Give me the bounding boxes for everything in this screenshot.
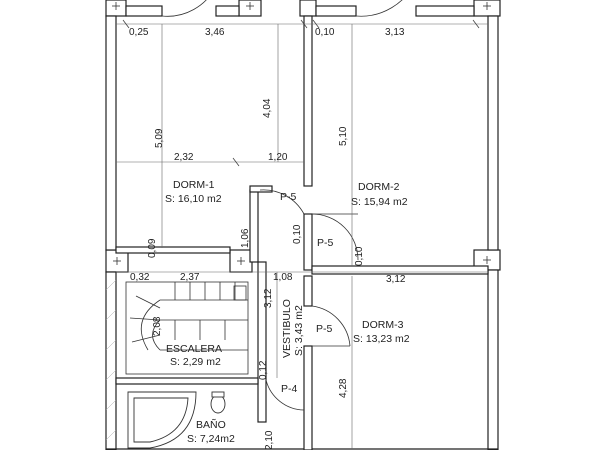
dim-0-32: 0,32	[130, 272, 150, 283]
column-top-mid	[299, 0, 317, 17]
room-dorm1-area: S: 16,10 m2	[165, 193, 222, 205]
stairs	[125, 281, 249, 375]
dim-0-12: 0,12	[258, 360, 269, 380]
door-label-p4: P-4	[281, 383, 298, 395]
room-escalera-name: ESCALERA	[166, 343, 222, 355]
wall-escalera-bottom	[115, 377, 259, 385]
dim-0-10-mid: 0,10	[292, 224, 303, 244]
wall-right-upper	[487, 15, 499, 251]
wall-hatch	[105, 279, 117, 441]
dim-0-10-top: 0,10	[315, 27, 335, 38]
door-swing-top-left	[161, 0, 207, 17]
room-escalera-area: S: 2,29 m2	[170, 356, 221, 368]
dimension-labels: 0,25 3,46 0,10 3,13 5,09 4,04 5,10 2,32 …	[129, 27, 406, 450]
door-p5-mid	[311, 213, 359, 261]
wall-dorm1-closet	[249, 189, 259, 263]
wall-top-2	[215, 5, 240, 17]
dim-2-32: 2,32	[174, 152, 194, 163]
dim-0-25: 0,25	[129, 27, 149, 38]
wall-top-1	[125, 5, 163, 17]
dimension-lines	[116, 19, 488, 449]
wall-dorm1-bottom	[115, 246, 231, 254]
dim-1-08: 1,08	[273, 272, 293, 283]
columns	[105, 0, 501, 273]
toilet	[210, 394, 226, 414]
dim-3-12-h: 3,12	[386, 274, 406, 285]
door-p5-top	[259, 189, 305, 215]
door-label-p5-mid: P-5	[317, 237, 334, 249]
dim-3-13: 3,13	[385, 27, 405, 38]
room-vestibulo-name: VESTIBULO	[281, 299, 293, 358]
exterior-walls	[105, 5, 499, 450]
room-bano-area: S: 7,24m2	[187, 433, 235, 445]
wall-top-3	[315, 5, 357, 17]
wall-dorm1-vest	[303, 213, 313, 271]
dim-0-09: 0,09	[147, 238, 158, 258]
dim-2-37: 2,37	[180, 272, 200, 283]
wall-left-lower	[105, 271, 117, 450]
room-dorm1-name: DORM-1	[173, 179, 215, 191]
room-bano-name: BAÑO	[196, 418, 226, 431]
wall-dorm2-bottom	[311, 265, 489, 275]
wall-left-upper	[105, 15, 117, 251]
door-label-p5-low: P-5	[316, 323, 333, 335]
room-dorm3-name: DORM-3	[362, 319, 404, 331]
door-p5-low	[311, 305, 351, 347]
dim-1-06: 1,06	[240, 228, 251, 248]
dim-3-46: 3,46	[205, 27, 225, 38]
room-labels: DORM-1 S: 16,10 m2 DORM-2 S: 15,94 m2 DO…	[165, 179, 410, 445]
door-labels: P-5 P-5 P-5 P-4	[280, 191, 334, 395]
bathtub-inner	[133, 397, 189, 443]
dim-5-10: 5,10	[338, 126, 349, 146]
dim-0-10-right: 0,10	[354, 246, 365, 266]
dim-2-10: 2,10	[264, 430, 275, 450]
wall-dorm1-dorm2	[303, 15, 313, 187]
bathroom-fixtures	[127, 391, 226, 449]
wall-vest-right-2	[303, 345, 313, 450]
door-swing-top-right	[355, 0, 403, 17]
wall-top-4	[415, 5, 475, 17]
dim-2-08: 2,08	[152, 316, 163, 336]
room-dorm3-area: S: 13,23 m2	[353, 333, 410, 345]
dim-3-12-v: 3,12	[263, 288, 274, 308]
door-p4	[265, 379, 305, 411]
interior-walls	[115, 15, 489, 450]
room-dorm2-name: DORM-2	[358, 181, 400, 193]
room-vestibulo-area: S: 3,43 m2	[293, 305, 305, 356]
wall-right-lower	[487, 269, 499, 450]
wall-dorm1-closet-top	[249, 185, 273, 193]
dim-4-28: 4,28	[338, 378, 349, 398]
door-label-p5-top: P-5	[280, 191, 297, 203]
doors	[161, 0, 403, 411]
dim-5-09: 5,09	[154, 128, 165, 148]
dim-1-20: 1,20	[268, 152, 288, 163]
wall-vest-left	[257, 261, 267, 423]
toilet-tank	[211, 391, 225, 398]
wall-vest-right-1	[303, 275, 313, 307]
room-dorm2-area: S: 15,94 m2	[351, 196, 408, 208]
dim-4-04: 4,04	[262, 98, 273, 118]
